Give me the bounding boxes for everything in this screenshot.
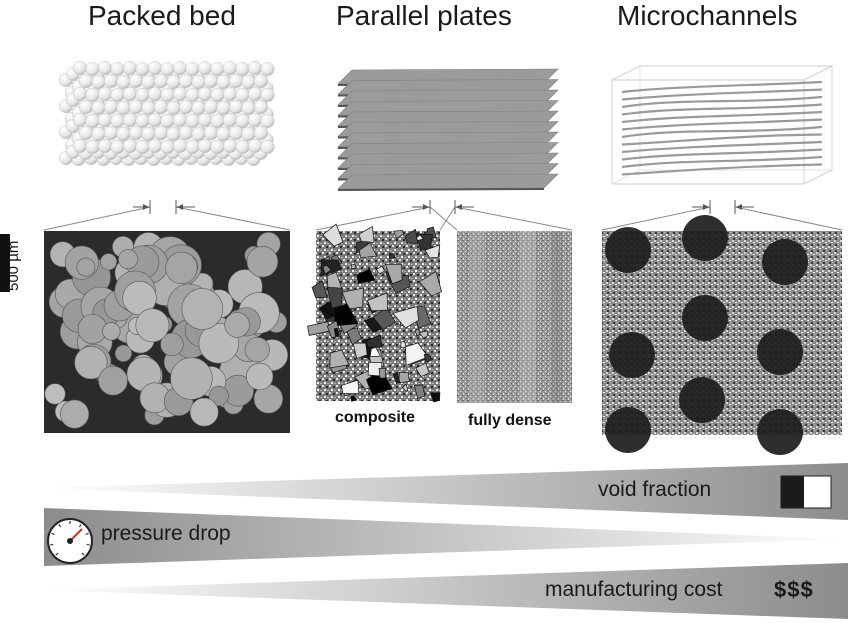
pressure-drop-wedge: [44, 508, 848, 566]
half-filled-square-icon: [780, 475, 832, 509]
packed-bed-schematic: [58, 60, 275, 167]
void-fraction-wedge: [40, 463, 848, 520]
column-title-parallel-plates: Parallel plates: [336, 0, 512, 31]
microchannel-micrograph: [602, 215, 842, 455]
fully-dense-label: fully dense: [468, 412, 552, 429]
manufacturing-cost-label: manufacturing cost: [545, 578, 723, 601]
parallel-plates-schematic: [337, 68, 559, 191]
dollar-cost-symbol: $$$: [774, 577, 814, 602]
scale-bar: [0, 234, 10, 292]
composite-label: composite: [335, 409, 416, 426]
pressure-gauge-icon: [47, 518, 93, 564]
pressure-drop-label: pressure drop: [101, 522, 231, 545]
column-title-microchannels: Microchannels: [617, 0, 798, 31]
microchannel-schematic: [611, 65, 833, 185]
scale-bar-label: 500 µm: [5, 240, 22, 291]
composite-micrograph: [307, 223, 443, 403]
column-title-packed-bed: Packed bed: [88, 0, 236, 31]
fully-dense-micrograph: [457, 231, 572, 403]
manufacturing-cost-wedge: [40, 563, 848, 619]
void-fraction-label: void fraction: [598, 478, 712, 501]
packed-bed-micrograph: [44, 231, 290, 433]
zoom-connectors: [43, 200, 843, 231]
